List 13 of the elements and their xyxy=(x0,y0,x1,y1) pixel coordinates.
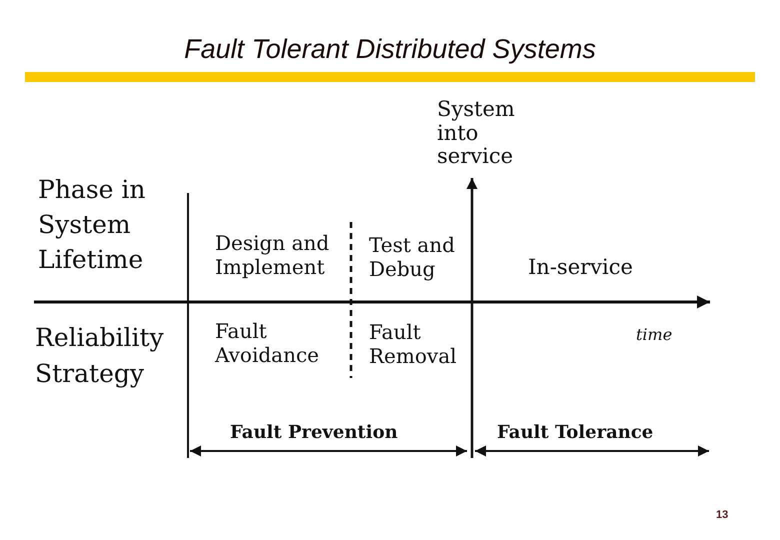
span-label: Fault Tolerance xyxy=(497,421,654,445)
row-heading: Phase in System Lifetime xyxy=(38,174,146,276)
slide-title: Fault Tolerant Distributed Systems xyxy=(183,33,597,66)
page-number: 13 xyxy=(716,508,728,522)
strategy-label: Fault Avoidance xyxy=(215,319,320,367)
phase-label: Test and Debug xyxy=(369,233,456,281)
span-label: Fault Prevention xyxy=(230,421,398,445)
milestone-label: System into service xyxy=(437,98,516,168)
strategy-label: Fault Removal xyxy=(369,320,458,368)
phase-label: Design and Implement xyxy=(215,231,330,279)
phase-label: In-service xyxy=(528,255,633,279)
axis-label: time xyxy=(636,325,672,345)
row-heading: Reliability Strategy xyxy=(35,322,165,390)
